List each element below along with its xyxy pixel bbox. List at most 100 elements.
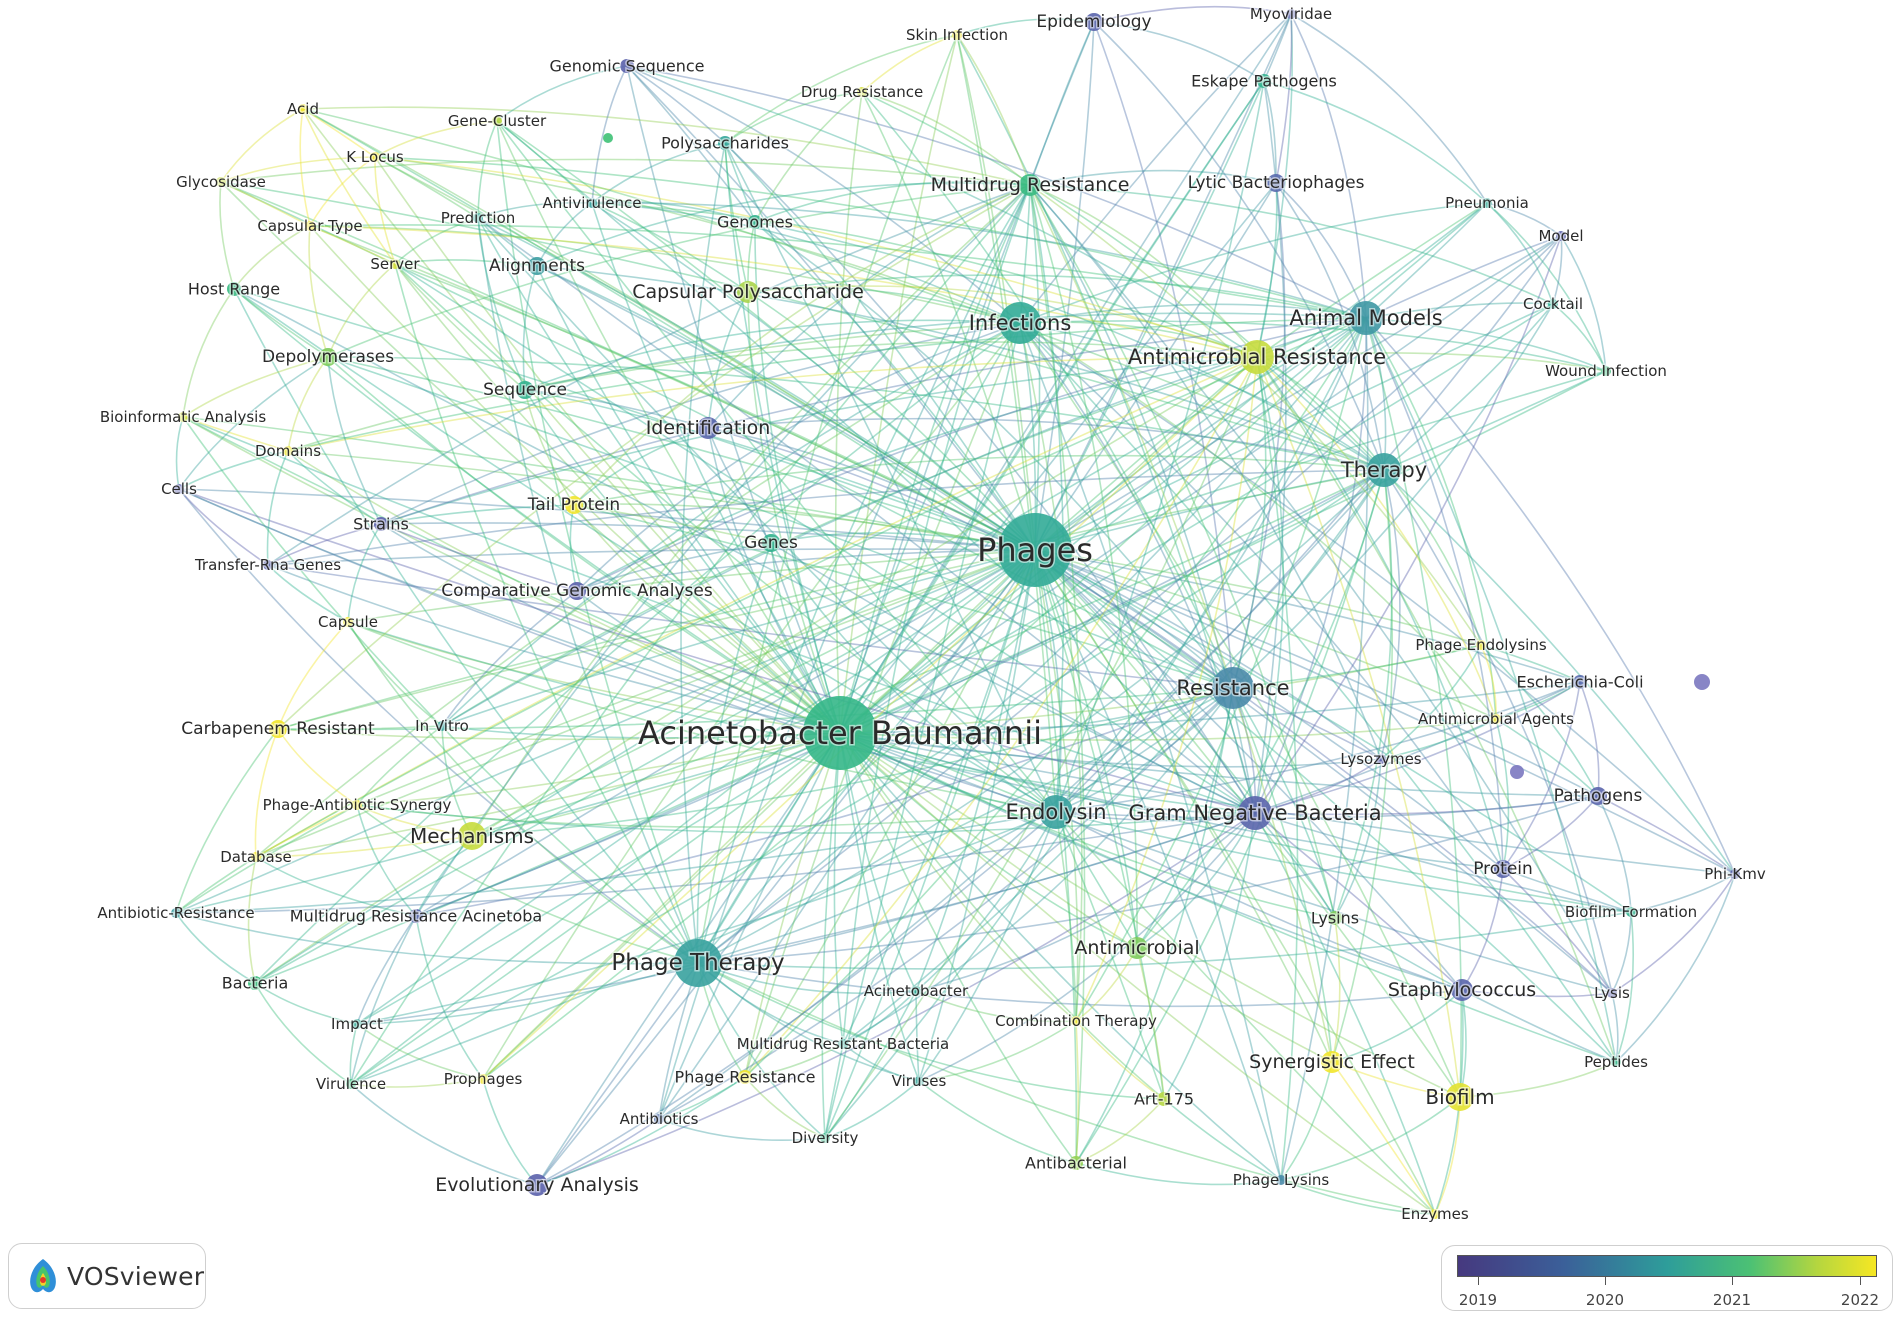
node-server[interactable] xyxy=(390,259,400,269)
label-transfer-rna-genes[interactable]: Transfer-Rna Genes xyxy=(192,555,342,576)
label-phage-lysins[interactable]: Phage Lysins xyxy=(1231,1170,1331,1191)
label-phage-therapy[interactable]: Phage Therapy xyxy=(610,949,786,978)
node-phi-kmv[interactable] xyxy=(1730,869,1740,879)
node-pneumonia[interactable] xyxy=(1482,198,1492,208)
node-capsule[interactable] xyxy=(343,617,353,627)
label-protein[interactable]: Protein xyxy=(1472,858,1535,881)
node-antimicrobial[interactable] xyxy=(1126,937,1148,959)
label-acid[interactable]: Acid xyxy=(286,99,321,120)
label-combination-therapy[interactable]: Combination Therapy xyxy=(994,1011,1159,1032)
label-k-locus[interactable]: K Locus xyxy=(345,147,406,168)
node-depolymerases[interactable] xyxy=(319,348,337,366)
node-viruses[interactable] xyxy=(914,1076,924,1086)
label-cells[interactable]: Cells xyxy=(160,479,199,500)
label-evolutionary-analysis[interactable]: Evolutionary Analysis xyxy=(434,1173,641,1198)
node-antimicrobial-agents[interactable] xyxy=(1491,714,1501,724)
node-biofilm[interactable] xyxy=(1446,1083,1474,1111)
label-antibacterial[interactable]: Antibacterial xyxy=(1024,1152,1129,1174)
label-in-vitro[interactable]: In Vitro xyxy=(414,716,471,737)
label-wound-infection[interactable]: Wound Infection xyxy=(1544,361,1669,382)
node-enzymes[interactable] xyxy=(1430,1209,1440,1219)
node-art-175[interactable] xyxy=(1157,1092,1171,1106)
label-pathogens[interactable]: Pathogens xyxy=(1552,785,1644,808)
label-database[interactable]: Database xyxy=(219,847,294,868)
node-combination-therapy[interactable] xyxy=(1071,1016,1081,1026)
node-comparative-genomic-analyses[interactable] xyxy=(568,582,586,600)
label-strains[interactable]: Strains xyxy=(352,513,411,535)
node-drug-resistance[interactable] xyxy=(857,87,867,97)
label-impact[interactable]: Impact xyxy=(330,1014,385,1035)
label-prediction[interactable]: Prediction xyxy=(439,208,517,229)
label-lysozymes[interactable]: Lysozymes xyxy=(1339,749,1423,770)
node-infections[interactable] xyxy=(999,302,1041,344)
label-capsule[interactable]: Capsule xyxy=(317,612,380,633)
label-antibiotics[interactable]: Antibiotics xyxy=(618,1109,700,1130)
label-genes[interactable]: Genes xyxy=(743,532,800,555)
label-art-175[interactable]: Art-175 xyxy=(1132,1088,1195,1110)
label-antimicrobial-resistance[interactable]: Antimicrobial Resistance xyxy=(1126,344,1387,371)
label-genomic-sequence[interactable]: Genomic Sequence xyxy=(548,55,706,77)
label-peptides[interactable]: Peptides xyxy=(1583,1052,1650,1073)
label-escherichia-coli[interactable]: Escherichia-Coli xyxy=(1515,671,1645,693)
label-carbapenem-resistant[interactable]: Carbapenem Resistant xyxy=(180,718,377,741)
label-eskape-pathogens[interactable]: Eskape Pathogens xyxy=(1190,70,1339,92)
label-lysis[interactable]: Lysis xyxy=(1593,983,1632,1004)
node-k-locus[interactable] xyxy=(370,152,380,162)
label-sequence[interactable]: Sequence xyxy=(482,379,569,402)
label-phage-antibiotic-synergy[interactable]: Phage-Antibiotic Synergy xyxy=(261,795,453,816)
node-database[interactable] xyxy=(251,852,261,862)
unlabeled-node[interactable] xyxy=(603,133,613,143)
node-eskape-pathogens[interactable] xyxy=(1257,74,1271,88)
label-drug-resistance[interactable]: Drug Resistance xyxy=(799,82,924,103)
node-tail-protein[interactable] xyxy=(565,496,583,514)
node-in-vitro[interactable] xyxy=(437,721,447,731)
label-gene-cluster[interactable]: Gene-Cluster xyxy=(446,111,548,132)
label-enzymes[interactable]: Enzymes xyxy=(1400,1204,1471,1225)
label-antivirulence[interactable]: Antivirulence xyxy=(541,193,643,214)
node-domains[interactable] xyxy=(283,446,293,456)
node-acinetobacter-baumannii[interactable] xyxy=(803,696,877,770)
label-gram-negative-bacteria[interactable]: Gram Negative Bacteria xyxy=(1127,800,1383,827)
node-lytic-bacteriophages[interactable] xyxy=(1267,174,1285,192)
node-staphylococcus[interactable] xyxy=(1451,979,1473,1001)
label-capsular-polysaccharide[interactable]: Capsular Polysaccharide xyxy=(631,280,866,305)
label-phages[interactable]: Phages xyxy=(976,530,1095,571)
node-antibiotic-resistance[interactable] xyxy=(171,908,181,918)
label-capsular-type[interactable]: Capsular Type xyxy=(256,216,364,237)
node-gene-cluster[interactable] xyxy=(492,116,502,126)
node-identification[interactable] xyxy=(697,417,719,439)
node-lysis[interactable] xyxy=(1607,988,1617,998)
node-genomic-sequence[interactable] xyxy=(620,59,634,73)
label-antibiotic-resistance[interactable]: Antibiotic-Resistance xyxy=(96,903,256,924)
node-pathogens[interactable] xyxy=(1589,787,1607,805)
label-glycosidase[interactable]: Glycosidase xyxy=(175,172,268,193)
label-multidrug-resistance[interactable]: Multidrug Resistance xyxy=(929,173,1131,198)
unlabeled-node[interactable] xyxy=(1510,765,1524,779)
label-mechanisms[interactable]: Mechanisms xyxy=(408,823,535,850)
node-synergistic-effect[interactable] xyxy=(1321,1051,1343,1073)
label-acinetobacter-baumannii[interactable]: Acinetobacter Baumannii xyxy=(637,713,1044,754)
node-virulence[interactable] xyxy=(346,1079,356,1089)
node-alignments[interactable] xyxy=(528,257,546,275)
node-multidrug-resistant-bacteria[interactable] xyxy=(838,1039,848,1049)
node-prediction[interactable] xyxy=(473,213,483,223)
node-lysins[interactable] xyxy=(1328,911,1342,925)
node-phage-resistance[interactable] xyxy=(738,1070,752,1084)
node-wound-infection[interactable] xyxy=(1601,366,1611,376)
node-peptides[interactable] xyxy=(1611,1057,1621,1067)
label-phage-resistance[interactable]: Phage Resistance xyxy=(673,1066,817,1088)
node-impact[interactable] xyxy=(352,1019,362,1029)
label-therapy[interactable]: Therapy xyxy=(1338,457,1428,484)
label-antimicrobial[interactable]: Antimicrobial xyxy=(1073,936,1201,961)
node-prophages[interactable] xyxy=(478,1074,488,1084)
node-protein[interactable] xyxy=(1494,860,1512,878)
label-bacteria[interactable]: Bacteria xyxy=(220,972,290,994)
label-viruses[interactable]: Viruses xyxy=(890,1071,948,1092)
node-therapy[interactable] xyxy=(1367,453,1401,487)
label-depolymerases[interactable]: Depolymerases xyxy=(260,346,395,369)
label-antimicrobial-agents[interactable]: Antimicrobial Agents xyxy=(1417,709,1576,730)
node-host-range[interactable] xyxy=(227,282,241,296)
label-epidemiology[interactable]: Epidemiology xyxy=(1035,11,1153,34)
node-diversity[interactable] xyxy=(820,1133,830,1143)
label-alignments[interactable]: Alignments xyxy=(488,255,587,278)
